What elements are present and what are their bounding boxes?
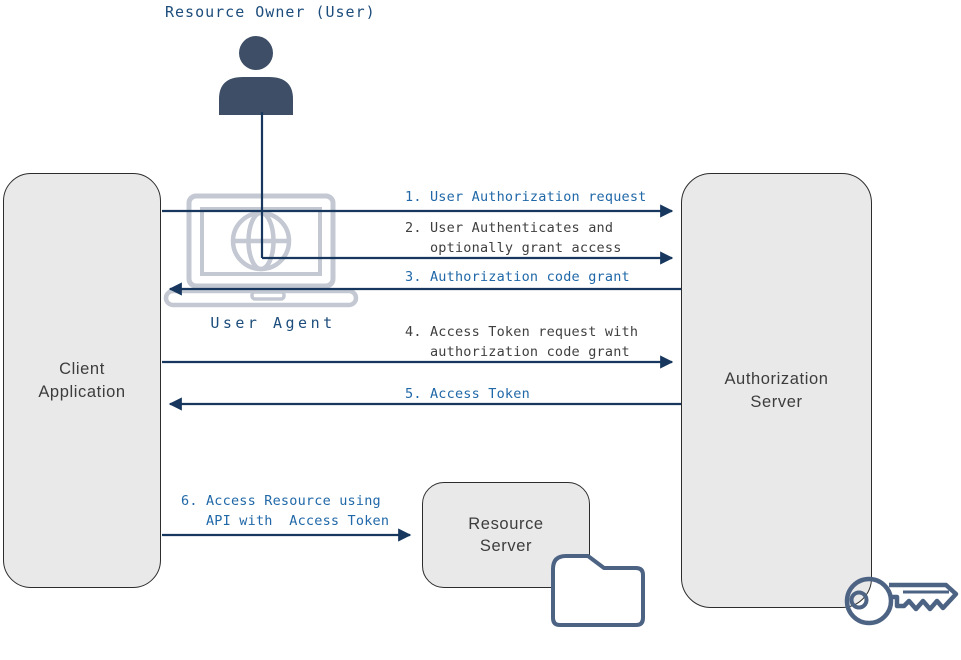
flow-label-2: 2. User Authenticates and optionally gra… [405,220,622,256]
flow-label-5: 5. Access Token [405,386,530,402]
node-client-application: Client Application [3,173,161,588]
user-agent-label: User Agent [210,314,336,332]
flow-label-3: 3. Authorization code grant [405,269,630,285]
laptop-globe-icon [163,193,359,308]
node-resource-server: Resource Server [422,482,590,588]
flow-label-6: 6. Access Resource using API with Access… [181,493,390,529]
flow-label-4: 4. Access Token request with authorizati… [405,324,639,360]
resource-owner-title: Resource Owner (User) [165,3,376,21]
person-icon [219,36,293,115]
flow-label-1: 1. User Authorization request [405,189,647,205]
node-authorization-server: Authorization Server [681,173,872,608]
